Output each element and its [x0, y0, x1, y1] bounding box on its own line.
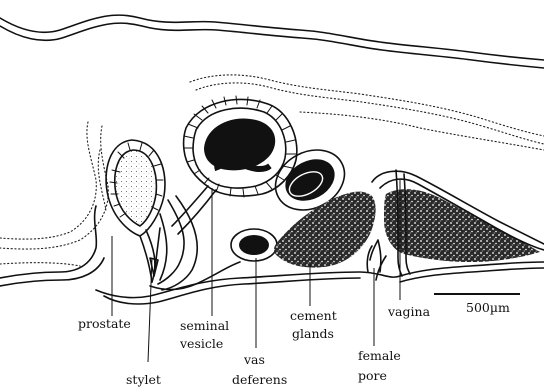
label-vas: vas: [243, 352, 265, 367]
scale-bar-label: 500µm: [466, 300, 510, 315]
label-pore: pore: [358, 368, 387, 383]
label-vagina: vagina: [387, 304, 431, 319]
labels: prostate stylet seminal vesicle vas defe…: [78, 304, 431, 387]
label-seminal: seminal: [180, 318, 229, 333]
stylet-region: [140, 196, 240, 290]
label-female: female: [358, 348, 401, 363]
prostate: [106, 140, 165, 236]
label-glands: glands: [292, 326, 334, 341]
label-cement: cement: [290, 308, 337, 323]
label-deferens: deferens: [232, 372, 287, 387]
seminal-vesicle: [172, 96, 297, 234]
label-vesicle: vesicle: [179, 336, 223, 351]
dorsal-body-wall: [0, 15, 544, 68]
label-prostate: prostate: [78, 316, 131, 331]
scale-bar: 500µm: [434, 294, 520, 315]
vas-deferens: [231, 229, 277, 261]
label-stylet: stylet: [126, 372, 161, 387]
